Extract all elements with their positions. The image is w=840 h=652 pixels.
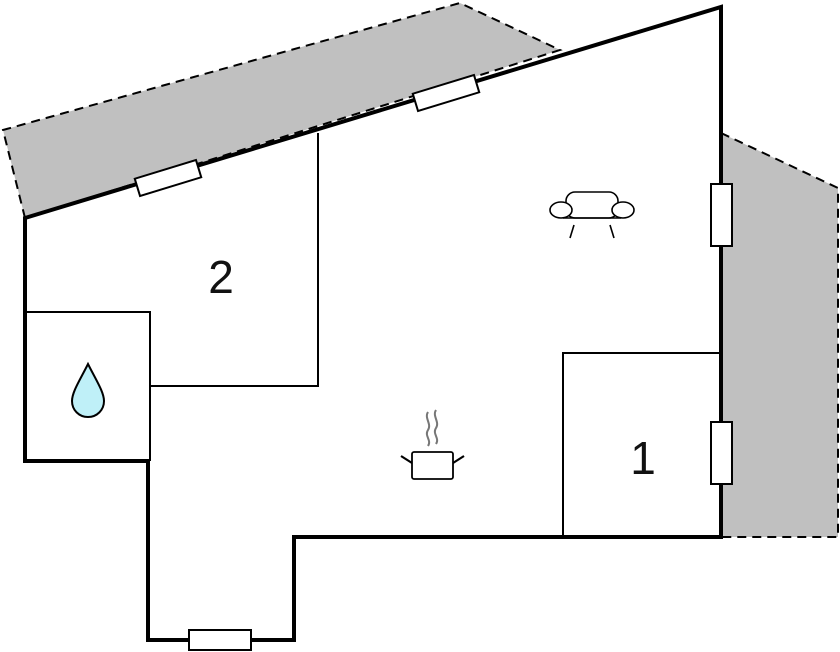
window-right-lower xyxy=(710,421,733,485)
room-1-partition xyxy=(562,352,720,537)
cooking-pot-icon xyxy=(400,409,465,480)
water-drop-icon xyxy=(70,361,106,419)
room-label-1: 1 xyxy=(630,432,656,484)
windows xyxy=(133,73,733,651)
window-top-right xyxy=(411,73,481,113)
window-bottom xyxy=(188,629,252,651)
terrace-top xyxy=(1,1,563,220)
room-2-partition xyxy=(150,133,319,387)
bathroom-partition xyxy=(25,311,151,461)
window-right-upper xyxy=(710,183,733,247)
terrace-right xyxy=(720,131,839,538)
room-label-2: 2 xyxy=(208,251,234,303)
interior-walls xyxy=(25,133,720,537)
sofa-icon xyxy=(549,191,635,239)
window-top-left xyxy=(133,158,203,198)
